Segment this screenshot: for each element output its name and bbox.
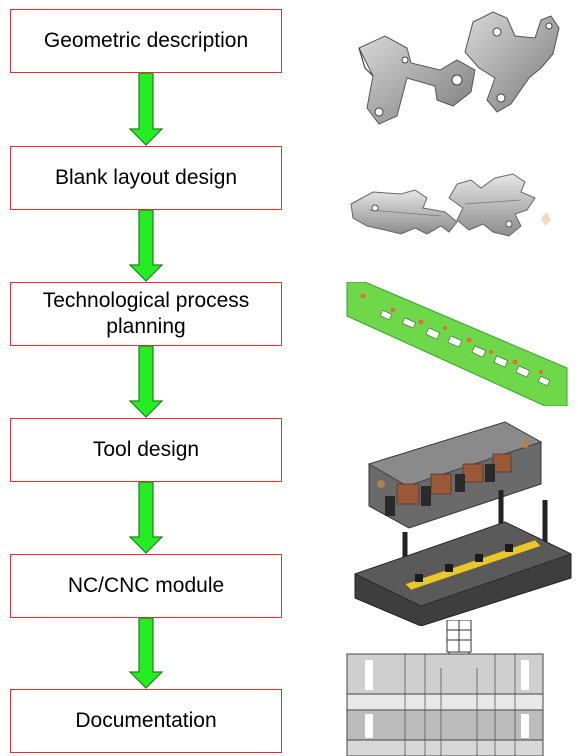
step-technological-process-planning: Technological process planning xyxy=(10,282,282,346)
flow-arrow-5 xyxy=(128,618,164,689)
step-nc-cnc-module: NC/CNC module xyxy=(10,554,282,618)
step-label: Tool design xyxy=(92,438,200,461)
flow-arrow-1 xyxy=(128,73,164,146)
step-tool-design: Tool design xyxy=(10,418,282,482)
step-label: Blank layout design xyxy=(54,166,238,189)
step-label: Documentation xyxy=(75,709,217,732)
strip-layout-icon xyxy=(346,282,568,406)
flow-arrow-4 xyxy=(128,482,164,554)
tool-drawing-icon xyxy=(346,620,544,756)
flow-arrow-2 xyxy=(128,210,164,282)
flat-blank-layout-icon xyxy=(350,173,551,237)
step-label: Geometric description xyxy=(43,29,249,52)
step-documentation: Documentation xyxy=(10,689,282,753)
step-blank-layout-design: Blank layout design xyxy=(10,146,282,210)
step-geometric-description: Geometric description xyxy=(10,9,282,73)
step-label: Technological process planning xyxy=(42,289,250,338)
bracket-part-3d-icon xyxy=(358,11,560,125)
step-label: NC/CNC module xyxy=(67,574,225,597)
flow-arrow-3 xyxy=(128,346,164,418)
progressive-die-assembly-icon xyxy=(353,421,573,626)
